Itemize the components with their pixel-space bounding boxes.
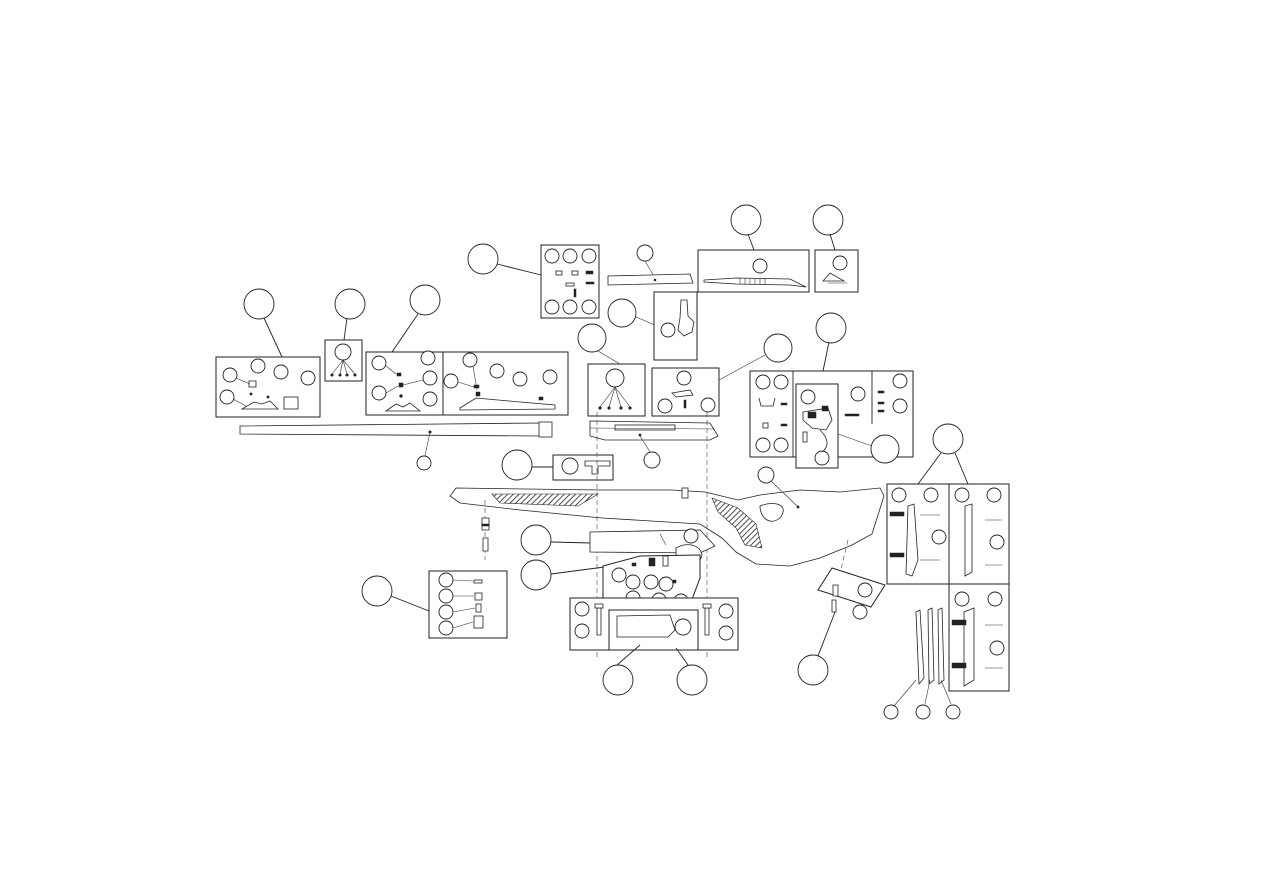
forearm-screw	[481, 517, 490, 552]
receiver	[589, 420, 719, 469]
tool	[697, 204, 810, 293]
front-sight-group	[215, 288, 321, 418]
callout-bubble	[243, 288, 275, 320]
trigger-assembly	[602, 554, 701, 611]
forend-checkering	[491, 493, 600, 507]
sight-pin-group	[324, 288, 366, 382]
rear-screw-box	[817, 567, 886, 608]
stock	[449, 466, 885, 567]
butt-plate-group	[886, 423, 1010, 585]
barrel	[239, 421, 553, 471]
rear-screw-group	[797, 567, 886, 686]
grip-checkering	[711, 497, 763, 549]
side-plate-group	[883, 583, 1010, 720]
extractor-pin-group	[467, 243, 600, 319]
cleaning-rod	[607, 244, 694, 286]
sling-swivel	[577, 323, 646, 417]
trigger-guard	[520, 524, 716, 591]
magazine-floorplate	[569, 597, 739, 696]
takedown-screw-group	[361, 570, 508, 639]
screw-kit-box	[814, 249, 859, 293]
trigger-spring-group	[749, 312, 914, 469]
rear-sight-group	[365, 284, 569, 416]
tool-box	[697, 249, 810, 293]
grip-pin-group	[607, 291, 698, 361]
breech-block	[501, 449, 614, 481]
screw-kit	[812, 204, 859, 293]
sight-base	[651, 333, 793, 417]
